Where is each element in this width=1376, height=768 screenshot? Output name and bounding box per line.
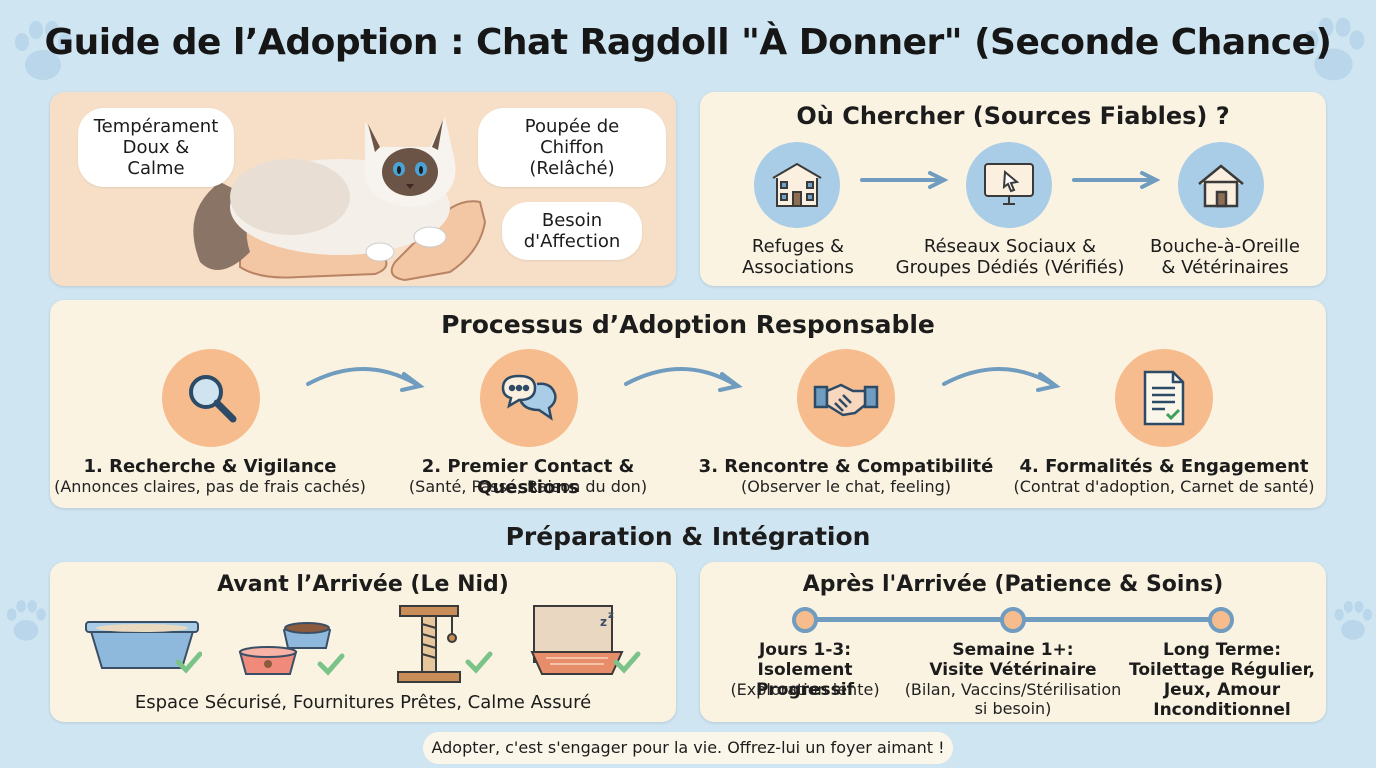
step-sub-3: (Observer le chat, feeling): [740, 477, 952, 496]
paw-print-icon: [15, 21, 72, 80]
step-title-1: 1. Recherche & Vigilance: [83, 456, 337, 477]
intro-panel: Tempérament Doux & Calme Poupée de Chiff…: [50, 92, 676, 286]
curved-arrow-icon: [306, 367, 425, 392]
milestone-sub-2: (Bilan, Vaccins/Stérilisation si besoin): [904, 680, 1122, 718]
milestone-title-3: Long Terme: Toilettage Régulier, Jeux, A…: [1129, 640, 1315, 720]
building-icon: [754, 142, 840, 228]
litter-box-icon: [85, 621, 202, 674]
step-title-2: 2. Premier Contact & Questions: [421, 456, 635, 498]
paw-print-icon: [1303, 17, 1365, 81]
speech-bubble-poupee: Poupée de Chiffon (Relâché): [478, 108, 666, 187]
step-sub-2: (Santé, Passé, Raison du don): [408, 477, 648, 496]
house-icon: [1178, 142, 1264, 228]
footer-message: Adopter, c'est s'engager pour la vie. Of…: [423, 732, 953, 764]
magnifier-icon: [162, 349, 260, 447]
after-heading: Après l'Arrivée (Patience & Soins): [802, 572, 1224, 597]
handshake-icon: [797, 349, 895, 447]
ragdoll-cat-in-hands-illustration: [193, 117, 487, 282]
milestone-title-1: Jours 1-3: Isolement Progressif: [755, 640, 855, 700]
source-label-bouche: Bouche-à-Oreille & Vétérinaires: [1150, 236, 1300, 278]
step-sub-1: (Annonces claires, pas de frais cachés): [54, 477, 366, 496]
paw-print-icon: [1334, 600, 1373, 640]
source-label-refuges: Refuges & Associations: [742, 236, 854, 278]
cat-tree-icon: [397, 605, 493, 683]
timeline-dot: [792, 607, 818, 633]
svg-text:z: z: [608, 610, 614, 621]
step-sub-4: (Contrat d'adoption, Carnet de santé): [1013, 477, 1315, 496]
sources-heading: Où Chercher (Sources Fiables) ?: [796, 102, 1230, 130]
step-title-4: 4. Formalités & Engagement: [1019, 456, 1309, 477]
source-label-reseaux: Réseaux Sociaux & Groupes Dédiés (Vérifi…: [895, 236, 1125, 278]
process-heading: Processus d’Adoption Responsable: [441, 310, 935, 339]
before-heading: Avant l’Arrivée (Le Nid): [217, 572, 509, 597]
speech-bubble-temperament: Tempérament Doux & Calme: [78, 108, 234, 187]
food-bowls-icon: [238, 622, 345, 676]
step-title-3: 3. Rencontre & Compatibilité: [698, 456, 994, 477]
sources-panel: Où Chercher (Sources Fiables) ? Refuges …: [700, 92, 1326, 286]
process-panel: Processus d’Adoption Responsable 1. Rech…: [50, 300, 1326, 508]
paw-print-icon: [6, 600, 46, 641]
speech-bubble-affection: Besoin d'Affection: [502, 202, 642, 260]
before-caption: Espace Sécurisé, Fournitures Prêtes, Cal…: [134, 692, 592, 713]
curved-arrow-icon: [624, 367, 743, 392]
milestone-sub-1: (Exploration lente): [730, 680, 880, 699]
after-arrival-panel: Après l'Arrivée (Patience & Soins) Jours…: [700, 562, 1326, 722]
contract-icon: [1115, 349, 1213, 447]
svg-text:z: z: [600, 615, 607, 629]
preparation-heading: Préparation & Intégration: [505, 522, 871, 551]
monitor-cursor-icon: [966, 142, 1052, 228]
arrow-icon: [1072, 171, 1161, 189]
timeline-dot: [1000, 607, 1026, 633]
arrow-icon: [860, 171, 949, 189]
timeline-dot: [1208, 607, 1234, 633]
milestone-title-2: Semaine 1+: Visite Vétérinaire: [929, 640, 1097, 680]
curved-arrow-icon: [942, 367, 1061, 392]
chat-bubbles-icon: [480, 349, 578, 447]
page-title: Guide de l’Adoption : Chat Ragdoll "À Do…: [44, 22, 1332, 63]
